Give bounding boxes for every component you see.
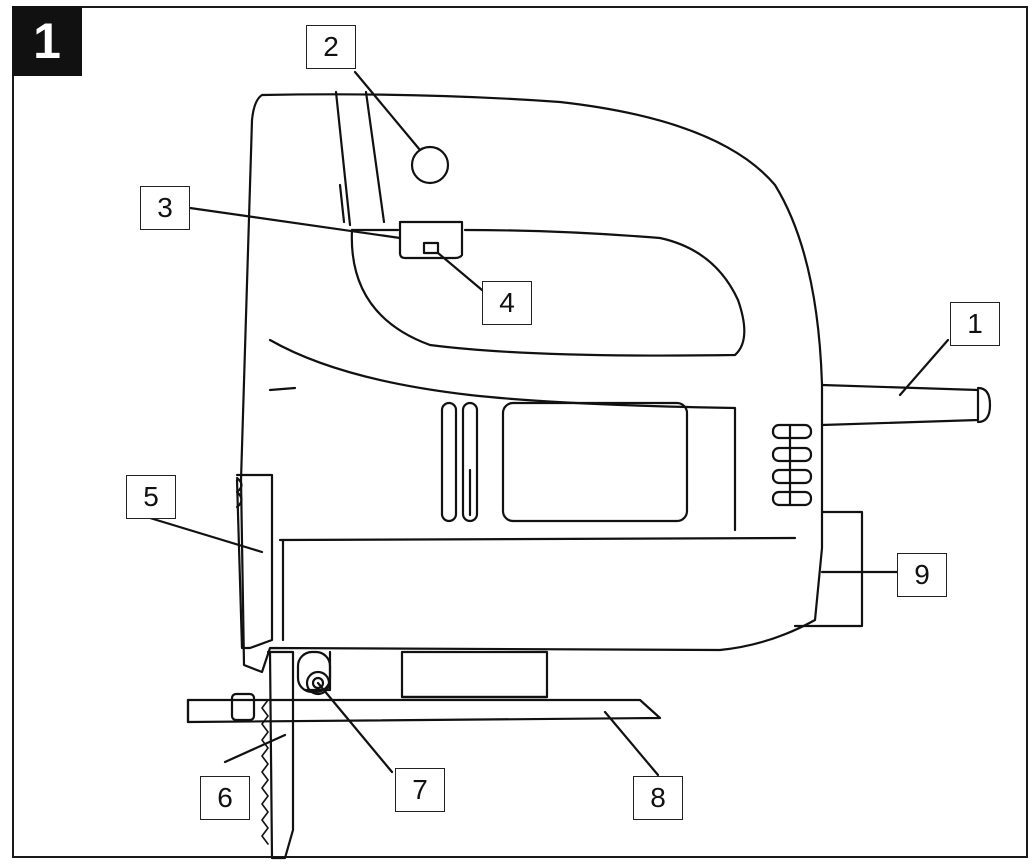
callout-4: 4 <box>482 281 532 325</box>
callout-7-label: 7 <box>412 774 428 805</box>
callout-1: 1 <box>950 302 1000 346</box>
callout-3: 3 <box>140 186 190 230</box>
handle-opening <box>350 228 746 357</box>
callout-7: 7 <box>395 768 445 812</box>
trigger-switch <box>398 220 464 260</box>
callout-5: 5 <box>126 475 176 519</box>
base-plate <box>186 698 662 724</box>
callout-5-label: 5 <box>143 481 159 512</box>
motor-housing-panel <box>501 401 689 523</box>
lock-on-button <box>410 145 450 185</box>
callout-1-label: 1 <box>967 308 983 339</box>
callout-9-label: 9 <box>914 559 930 590</box>
vent-slot-1 <box>440 401 458 523</box>
leader-4 <box>436 251 484 292</box>
callout-6-label: 6 <box>217 782 233 813</box>
leader-8 <box>603 710 660 777</box>
leader-7 <box>316 681 394 774</box>
leader-3 <box>188 206 402 240</box>
callout-2: 2 <box>306 25 356 69</box>
figure-number: 1 <box>33 13 61 69</box>
speed-selector <box>422 241 440 255</box>
blade-guide <box>235 473 274 650</box>
figure-frame <box>12 6 1028 858</box>
leader-1 <box>898 338 950 397</box>
callout-8-label: 8 <box>650 782 666 813</box>
vent-slot-2 <box>461 401 479 523</box>
leader-2 <box>353 70 422 152</box>
callout-4-label: 4 <box>499 287 515 318</box>
grip-strip <box>334 90 386 227</box>
callout-6: 6 <box>200 776 250 820</box>
power-cord <box>820 383 980 427</box>
callout-8: 8 <box>633 776 683 820</box>
callout-2-label: 2 <box>323 31 339 62</box>
leader-5 <box>148 516 264 554</box>
saw-blade <box>266 650 295 860</box>
roller-screw <box>305 670 331 696</box>
figure-number-tab: 1 <box>12 6 82 76</box>
dust-extraction-port <box>793 510 864 628</box>
callout-3-label: 3 <box>157 192 173 223</box>
leader-6 <box>223 733 287 764</box>
callout-9: 9 <box>897 553 947 597</box>
jigsaw-body-outline <box>239 93 824 674</box>
